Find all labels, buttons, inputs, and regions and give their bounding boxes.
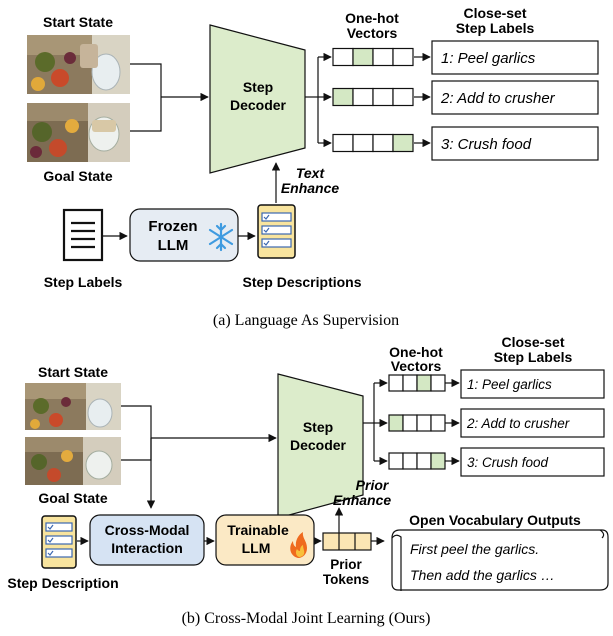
onehot-a-cell-3-3 xyxy=(372,133,394,153)
label-box-b-1 xyxy=(460,369,605,399)
caption-a: (a) Language As Supervision xyxy=(213,312,399,329)
prior-tokens-vector xyxy=(322,532,372,551)
trainable-llm-line2: LLM xyxy=(242,540,271,556)
onehot-a-cell-2-3 xyxy=(372,87,394,107)
onehot-title-a-1: One-hot xyxy=(345,10,399,26)
prior-tokens-1: Prior xyxy=(330,557,362,572)
onehot-b-cell-2-1 xyxy=(388,414,404,432)
onehot-a-cell-1-4 xyxy=(392,47,414,67)
start-state-label: Start State xyxy=(43,14,113,30)
prior-enhance-2: Enhance xyxy=(333,492,392,508)
onehot-b-cell-1-3 xyxy=(416,374,432,392)
step-decoder-b xyxy=(277,373,364,519)
frozen-llm-line2: LLM xyxy=(158,237,189,254)
label-box-b-2 xyxy=(460,408,605,438)
onehot-title-b-1: One-hot xyxy=(389,344,443,360)
open-vocab-scroll xyxy=(391,529,609,591)
onehot-a-cell-3-2 xyxy=(352,133,374,153)
goal-state-label-b: Goal State xyxy=(38,490,107,506)
onehot-b-cell-1-4 xyxy=(430,374,446,392)
open-vocab-title: Open Vocabulary Outputs xyxy=(409,512,581,528)
onehot-a-cell-2-2 xyxy=(352,87,374,107)
onehot-a-cell-3-1 xyxy=(332,133,354,153)
onehot-b-cell-2-3 xyxy=(416,414,432,432)
onehot-b-cell-3-3 xyxy=(416,452,432,470)
cross-modal-box xyxy=(89,514,205,566)
decoder-b-line1: Step xyxy=(303,419,333,435)
decoder-a-line1: Step xyxy=(243,79,273,95)
onehot-a-cell-3-4 xyxy=(392,133,414,153)
onehot-b-cell-1-1 xyxy=(388,374,404,392)
label-b-1: 1: Peel garlics xyxy=(467,377,552,392)
panel-a: Start State Goal State xyxy=(27,5,599,329)
panel-b: Start State Goal State Step xyxy=(7,334,609,627)
onehot-vectors-a xyxy=(332,47,414,153)
onehot-a-cell-1-1 xyxy=(332,47,354,67)
label-b-2: 2: Add to crusher xyxy=(466,416,570,431)
decoder-a-line2: Decoder xyxy=(230,97,287,113)
labels-title-a-1: Close-set xyxy=(463,5,526,21)
onehot-b-cell-3-4 xyxy=(430,452,446,470)
onehot-a-cell-2-1 xyxy=(332,87,354,107)
onehot-b-cell-3-1 xyxy=(388,452,404,470)
frozen-llm-box xyxy=(129,208,239,262)
labels-title-b-2: Step Labels xyxy=(494,349,573,365)
onehot-b-cell-1-2 xyxy=(402,374,418,392)
goal-state-image xyxy=(27,103,130,162)
step-descriptions-icon xyxy=(257,204,296,259)
text-enhance-2: Enhance xyxy=(281,180,340,196)
label-box-a-2 xyxy=(431,80,599,115)
cross-modal-line2: Interaction xyxy=(111,540,183,556)
label-box-a-3 xyxy=(431,126,599,161)
label-b-3: 3: Crush food xyxy=(467,455,549,470)
goal-state-label: Goal State xyxy=(43,168,112,184)
frozen-llm-line1: Frozen xyxy=(148,218,197,235)
start-state-image-b xyxy=(25,383,121,430)
onehot-title-a-2: Vectors xyxy=(347,25,398,41)
onehot-b-cell-2-2 xyxy=(402,414,418,432)
prior-tokens-2: Tokens xyxy=(323,572,369,587)
start-state-label-b: Start State xyxy=(38,364,108,380)
onehot-a-cell-1-3 xyxy=(372,47,394,67)
step-description-caption: Step Description xyxy=(7,575,118,591)
flame-icon xyxy=(290,532,307,558)
open-vocab-line2: Then add the garlics … xyxy=(410,567,555,583)
onehot-title-b-2: Vectors xyxy=(391,358,442,374)
trainable-llm-line1: Trainable xyxy=(227,522,289,538)
document-icon xyxy=(62,208,104,262)
labels-title-a-2: Step Labels xyxy=(456,20,535,36)
onehot-a-cell-2-4 xyxy=(392,87,414,107)
step-decoder-a xyxy=(209,24,306,174)
snowflake-icon xyxy=(208,222,234,252)
onehot-b-cell-2-4 xyxy=(430,414,446,432)
step-labels-caption: Step Labels xyxy=(44,274,123,290)
step-description-icon-b xyxy=(41,515,77,569)
label-box-b-3 xyxy=(460,447,605,477)
labels-title-b-1: Close-set xyxy=(501,334,564,350)
onehot-vectors-b xyxy=(388,374,446,470)
step-descriptions-caption: Step Descriptions xyxy=(242,274,361,290)
cross-modal-line1: Cross-Modal xyxy=(105,522,190,538)
goal-state-image-b xyxy=(25,437,121,485)
label-a-2: 2: Add to crusher xyxy=(440,90,556,107)
start-state-image xyxy=(27,35,130,94)
label-a-1: 1: Peel garlics xyxy=(441,50,536,67)
open-vocab-line1: First peel the garlics. xyxy=(410,541,539,557)
onehot-b-cell-3-2 xyxy=(402,452,418,470)
caption-b: (b) Cross-Modal Joint Learning (Ours) xyxy=(182,610,431,627)
text-enhance-1: Text xyxy=(296,165,326,181)
prior-enhance-1: Prior xyxy=(356,477,390,493)
onehot-a-cell-1-2 xyxy=(352,47,374,67)
decoder-b-line2: Decoder xyxy=(290,437,347,453)
label-box-a-1 xyxy=(431,40,599,75)
label-a-3: 3: Crush food xyxy=(441,136,532,153)
